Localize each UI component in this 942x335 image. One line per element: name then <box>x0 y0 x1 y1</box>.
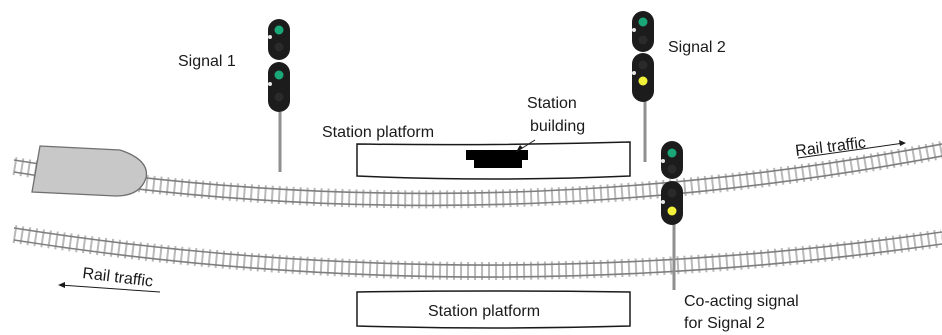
rail-traffic-upper-arrow <box>797 140 906 159</box>
co-acting-label-line1: Co-acting signal <box>684 293 799 310</box>
lower-track <box>12 225 942 281</box>
rail-traffic-upper-label: Rail traffic <box>794 134 866 160</box>
station-building <box>466 150 528 168</box>
station-platform-bottom-label: Station platform <box>428 303 540 320</box>
upper-track <box>12 141 942 209</box>
station-building-label-line1: Station <box>527 95 577 112</box>
co-acting-signal <box>661 141 683 290</box>
train <box>31 145 148 197</box>
station-building-label-line2: building <box>530 118 585 135</box>
signal-1-label: Signal 1 <box>178 53 236 70</box>
station-platform-top-label: Station platform <box>322 124 434 141</box>
signal-1 <box>268 19 290 172</box>
co-acting-label-line2: for Signal 2 <box>684 315 765 332</box>
station-platform-bottom <box>356 290 631 329</box>
rail-traffic-lower-arrow <box>58 282 161 293</box>
signal-2-label: Signal 2 <box>668 39 726 56</box>
signal-2 <box>632 11 654 162</box>
